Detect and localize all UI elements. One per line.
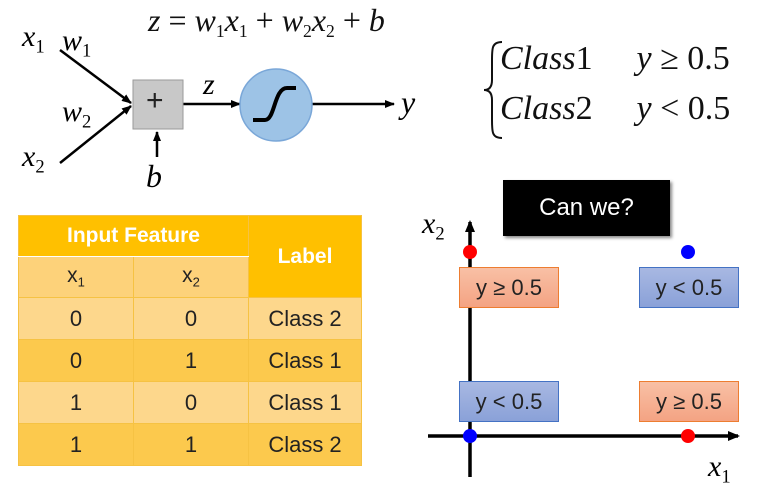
cell-x1: 0: [18, 339, 134, 382]
weight-w2-label: w2: [62, 95, 92, 133]
bias-label: b: [146, 158, 162, 194]
data-point: [463, 429, 477, 443]
col-header-x2: x2: [133, 256, 249, 298]
cell-x2: 1: [133, 423, 249, 466]
cell-label: Class 2: [248, 297, 362, 340]
class-rule-row-1: Class1 y ≥ 0.5: [500, 40, 730, 77]
sum-box: [132, 79, 184, 130]
neuron-lines: [59, 48, 395, 164]
eq-x2-sub: 2: [326, 21, 335, 42]
x2-axis-label: x2: [422, 207, 445, 245]
cell-label: Class 2: [248, 423, 362, 466]
table-row: 1 1 Class 2: [18, 423, 362, 466]
cell-x1: 1: [18, 423, 134, 466]
equation: z = w1x1 + w2x2 + b: [148, 2, 385, 42]
output-y-label: y: [401, 84, 416, 120]
eq-w1-sub: 1: [215, 21, 225, 42]
input-x2-label: x2: [22, 140, 45, 178]
col-header-x1: x1: [18, 256, 134, 298]
sigmoid-icon: [253, 86, 296, 122]
cell-x2: 1: [133, 339, 249, 382]
weight-w1-label: w1: [62, 24, 92, 62]
eq-x2: x: [311, 2, 327, 38]
data-point: [681, 429, 695, 443]
table-row: 0 0 Class 2: [18, 297, 362, 340]
eq-z: z: [148, 2, 161, 38]
input-edge-2: [59, 105, 132, 164]
can-we-callout: Can we?: [503, 180, 670, 236]
eq-plus-2: +: [342, 2, 361, 38]
eq-w2: w: [281, 2, 304, 38]
cell-label: Class 1: [248, 381, 362, 424]
sum-symbol: +: [146, 84, 164, 117]
eq-plus-1: +: [255, 2, 274, 38]
data-point: [681, 245, 695, 259]
x1-axis-label: x1: [708, 450, 731, 488]
table-row: 0 1 Class 1: [18, 339, 362, 382]
z-label: z: [203, 68, 215, 101]
prediction-box: y ≥ 0.5: [639, 381, 739, 422]
eq-equals: =: [168, 2, 187, 38]
cell-label: Class 1: [248, 339, 362, 382]
cell-x1: 0: [18, 297, 134, 340]
eq-b: b: [368, 2, 385, 38]
eq-x1-sub: 1: [238, 21, 248, 42]
prediction-box: y < 0.5: [459, 381, 559, 422]
eq-w1: w: [194, 2, 216, 38]
class-rule-row-2: Class2 y < 0.5: [500, 90, 731, 127]
eq-x1: x: [224, 2, 239, 38]
input-x1-label: x1: [22, 20, 45, 58]
group-header: Input Feature: [18, 215, 249, 257]
table-row: 1 0 Class 1: [18, 381, 362, 424]
cell-x1: 1: [18, 381, 134, 424]
truth-table: Input Feature Label x1 x2 0 0 Class 2 0 …: [18, 215, 362, 466]
brace-icon: [483, 41, 503, 139]
label-header: Label: [248, 215, 362, 298]
eq-w2-sub: 2: [303, 21, 312, 42]
cell-x2: 0: [133, 297, 249, 340]
prediction-box: y ≥ 0.5: [459, 267, 559, 308]
data-point: [463, 245, 477, 259]
input-edge-1: [59, 48, 132, 105]
prediction-box: y < 0.5: [639, 267, 739, 308]
cell-x2: 0: [133, 381, 249, 424]
